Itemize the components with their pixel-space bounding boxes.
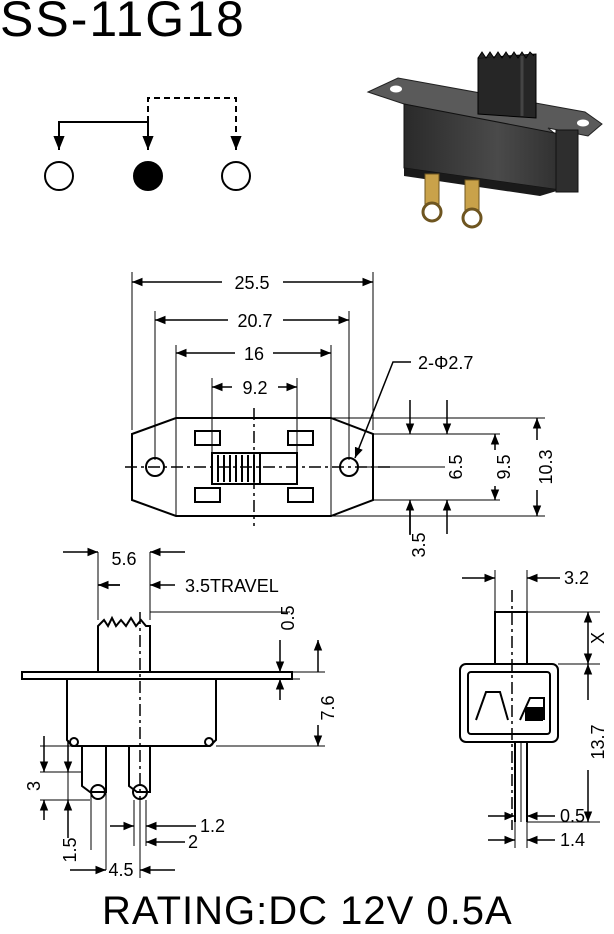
dim-5-6: 5.6 [111, 549, 136, 569]
schematic-symbol [44, 97, 251, 191]
dim-3: 3 [24, 781, 44, 791]
switch-product-illustration [366, 51, 603, 229]
dim-13-7: 13.7 [588, 724, 608, 759]
dim-10-3: 10.3 [536, 449, 556, 484]
rating-label: RATING:DC 12V 0.5A [102, 889, 513, 933]
dim-2: 2 [188, 832, 198, 852]
terminal-left-icon [44, 161, 74, 191]
dim-7-6: 7.6 [318, 695, 338, 720]
dim-1-4: 1.4 [560, 830, 585, 850]
dim-3-2: 3.2 [564, 568, 589, 588]
dim-3-5: 3.5 [409, 532, 429, 557]
part-number-title: SS-11G18 [0, 0, 246, 47]
dim-20-7: 20.7 [237, 311, 272, 331]
terminal-right-icon [221, 161, 251, 191]
dim-9-2: 9.2 [242, 378, 267, 398]
side-view-drawing [21, 547, 325, 878]
dim-holes: 2-Φ2.7 [418, 353, 473, 373]
dim-0-5-end: 0.5 [560, 806, 585, 826]
terminal-common-icon [133, 161, 163, 191]
dim-4-5: 4.5 [108, 860, 133, 880]
dim-travel: 3.5TRAVEL [185, 576, 279, 596]
end-view-drawing [459, 570, 600, 848]
dim-25-5: 25.5 [234, 273, 269, 293]
dim-9-5: 9.5 [494, 454, 514, 479]
dim-0-5-side: 0.5 [278, 605, 298, 630]
dim-x: X [588, 632, 608, 644]
dim-1-2: 1.2 [200, 816, 225, 836]
dim-6-5: 6.5 [446, 454, 466, 479]
dim-16: 16 [244, 344, 264, 364]
dim-1-5: 1.5 [60, 837, 80, 862]
top-view-drawing [125, 272, 545, 535]
